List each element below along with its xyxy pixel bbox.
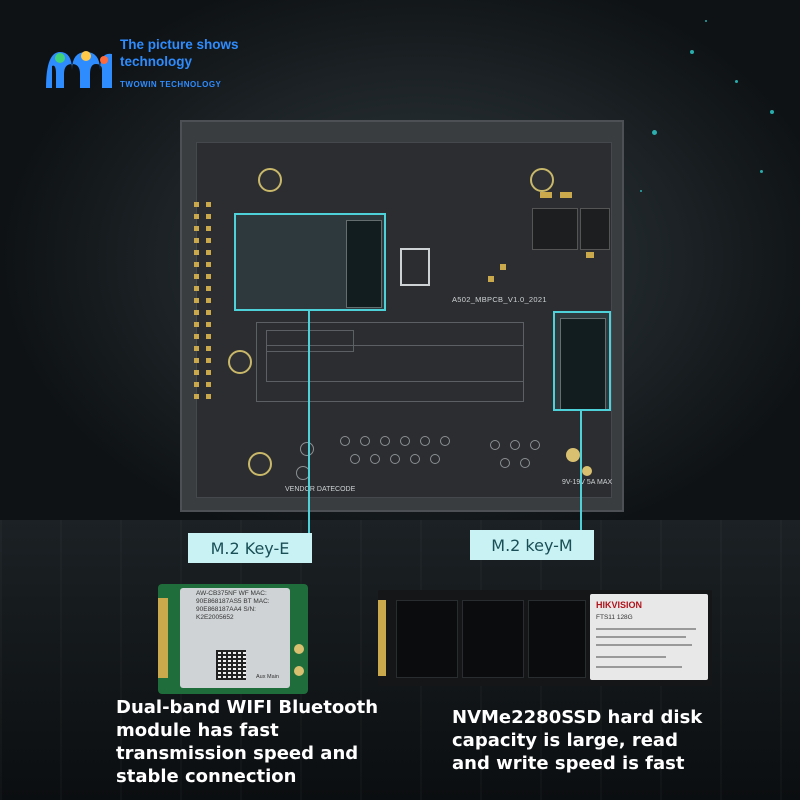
via [360,436,370,446]
ssd-chip [462,600,524,678]
sparkle-decoration [735,80,738,83]
mounting-hole [258,168,282,192]
smd-pad [560,192,572,198]
ssd-description: NVMe2280SSD hard disk capacity is large,… [452,707,703,774]
via [410,454,420,464]
qr-code [216,650,246,680]
key-e-callout: M.2 Key-E [188,533,312,563]
via [530,440,540,450]
via [400,436,410,446]
sparkle-decoration [770,110,774,114]
via [510,440,520,450]
sparkle-decoration [652,130,657,135]
smd-pad [500,264,506,270]
brand-logo: The picture shows technology TWOWIN TECH… [42,36,282,96]
smd-pad [488,276,494,282]
vendor-datecode-label: VENDOR DATECODE [285,486,356,493]
via [380,436,390,446]
twowin-logo-icon [46,51,112,88]
via [500,458,510,468]
via [370,454,380,464]
ssd-slot-outline [266,345,524,382]
logo-title: The picture shows technology [120,37,239,69]
ssd-label-line [596,656,666,658]
mounting-hole [530,168,554,192]
logo-subtitle: TWOWIN TECHNOLOGY [120,80,222,89]
power-chip [532,208,578,250]
key-m-connector [560,318,606,410]
ssd-label-line [596,666,682,668]
ssd-label: HIKVISION FTS11 128G [590,594,708,680]
antenna-connector [294,644,304,654]
ssd-module-image: HIKVISION FTS11 128G [378,590,712,686]
sparkle-decoration [705,20,707,22]
key-e-highlight [234,213,386,311]
via [300,442,314,456]
via [340,436,350,446]
wifi-antenna-label: Aux Main [256,674,279,680]
via [420,436,430,446]
ssd-label-line [596,636,686,638]
ssd-chip [528,600,586,678]
sparkle-decoration [640,190,642,192]
wifi-shield: AW-CB375NF WF MAC: 90E868187AS5 BT MAC: … [180,588,290,688]
key-m-leader-line [580,411,582,534]
ssd-slot-outline [266,330,354,352]
via [430,454,440,464]
pcb-version-label: A502_MBPCB_V1.0_2021 [452,295,547,304]
key-m-callout: M.2 key-M [470,530,594,560]
ssd-label-line [596,628,696,630]
ssd-brand: HIKVISION [596,600,643,610]
wifi-description: Dual-band WIFI Bluetooth module has fast… [116,697,379,787]
carrier-board [180,120,624,512]
ssd-label-line [596,644,692,646]
power-jack-pad [566,448,580,462]
mounting-hole [228,350,252,374]
wifi-label-text: AW-CB375NF WF MAC: 90E868187AS5 BT MAC: … [196,590,270,621]
via [390,454,400,464]
ssd-edge-connector [378,600,386,676]
smd-pad [586,252,594,258]
via [490,440,500,450]
mounting-hole [248,452,272,476]
ssd-model: FTS11 128G [596,614,633,621]
smd-pad [400,248,430,286]
key-e-connector [346,220,382,308]
gpio-header [194,202,211,399]
via [440,436,450,446]
smd-pad [540,192,552,198]
key-e-leader-line [308,311,310,534]
via [350,454,360,464]
power-jack-pad [582,466,592,476]
sparkle-decoration [760,170,763,173]
key-m-highlight [553,311,611,411]
voltage-label: 9V-19V 5A MAX [562,479,613,486]
via [520,458,530,468]
wifi-module-image: AW-CB375NF WF MAC: 90E868187AS5 BT MAC: … [158,584,308,694]
ssd-chip [396,600,458,678]
sparkle-decoration [690,50,694,54]
wifi-edge-connector [158,598,168,678]
antenna-connector [294,666,304,676]
power-chip [580,208,610,250]
